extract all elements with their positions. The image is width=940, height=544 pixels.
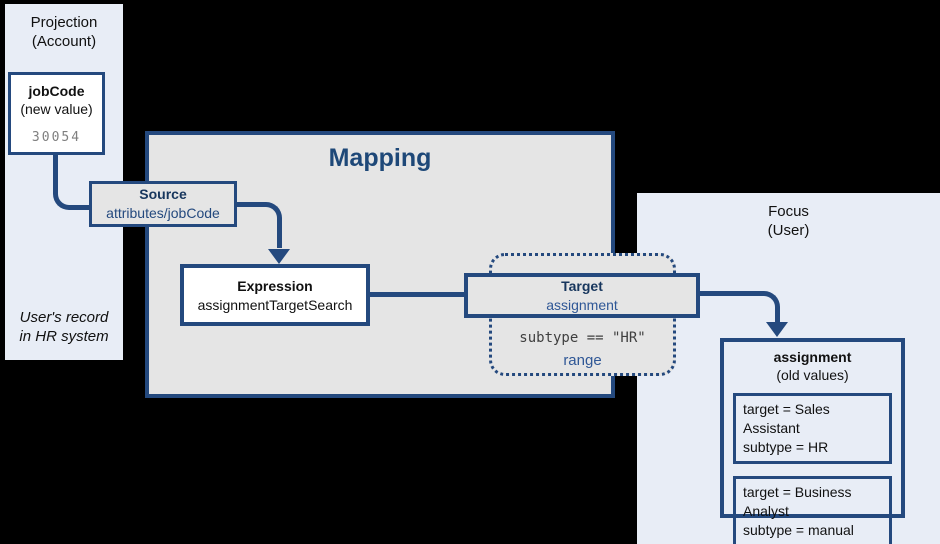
target-label: Target <box>561 278 603 294</box>
target-box: Target assignment <box>464 273 700 318</box>
assignment-box-qualifier: (old values) <box>776 367 849 383</box>
connector-expression-to-target <box>370 292 466 297</box>
connector-source-to-expression <box>236 202 282 248</box>
source-value: attributes/jobCode <box>106 205 220 221</box>
assignment-box-title: assignment <box>773 349 852 365</box>
jobcode-qualifier: (new value) <box>20 101 93 117</box>
assignment-value-box-2: target = Business Analyst subtype = manu… <box>733 476 892 544</box>
jobcode-value: 30054 <box>31 130 82 145</box>
projection-footnote: User's record in HR system <box>5 308 123 346</box>
projection-title-line2: (Account) <box>31 33 97 50</box>
focus-panel: Focus (User) assignment (old values) tar… <box>637 193 940 544</box>
connector-target-to-assignment <box>700 291 780 324</box>
target-value: assignment <box>546 297 618 313</box>
footnote-line1: User's record <box>19 309 109 326</box>
value2-line1: target = Business Analyst <box>743 484 852 519</box>
arrow-down-icon <box>766 322 788 337</box>
jobcode-name: jobCode <box>28 83 85 99</box>
projection-title-line1: Projection <box>30 14 98 31</box>
value1-line1: target = Sales Assistant <box>743 401 830 436</box>
expression-label: Expression <box>237 278 313 294</box>
value1-line2: subtype = HR <box>743 439 829 455</box>
assignment-value-box-1: target = Sales Assistant subtype = HR <box>733 393 892 464</box>
focus-title-line1: Focus <box>768 203 809 220</box>
projection-panel-title: Projection (Account) <box>5 4 123 51</box>
focus-title-line2: (User) <box>767 222 810 239</box>
focus-panel-title: Focus (User) <box>637 193 940 240</box>
arrow-down-icon <box>268 249 290 264</box>
footnote-line2: in HR system <box>19 328 109 345</box>
mapping-title: Mapping <box>328 144 432 172</box>
expression-box: Expression assignmentTargetSearch <box>180 264 370 326</box>
source-box: Source attributes/jobCode <box>89 181 237 227</box>
value2-line2: subtype = manual <box>743 522 854 538</box>
range-condition: subtype == "HR" <box>519 330 646 346</box>
assignment-old-values-box: assignment (old values) target = Sales A… <box>720 338 905 544</box>
connector-jobcode-to-source <box>53 154 91 210</box>
range-label: range <box>563 352 602 369</box>
source-label: Source <box>139 186 187 202</box>
expression-value: assignmentTargetSearch <box>197 297 353 313</box>
jobcode-attribute-box: jobCode (new value) 30054 <box>8 72 105 155</box>
